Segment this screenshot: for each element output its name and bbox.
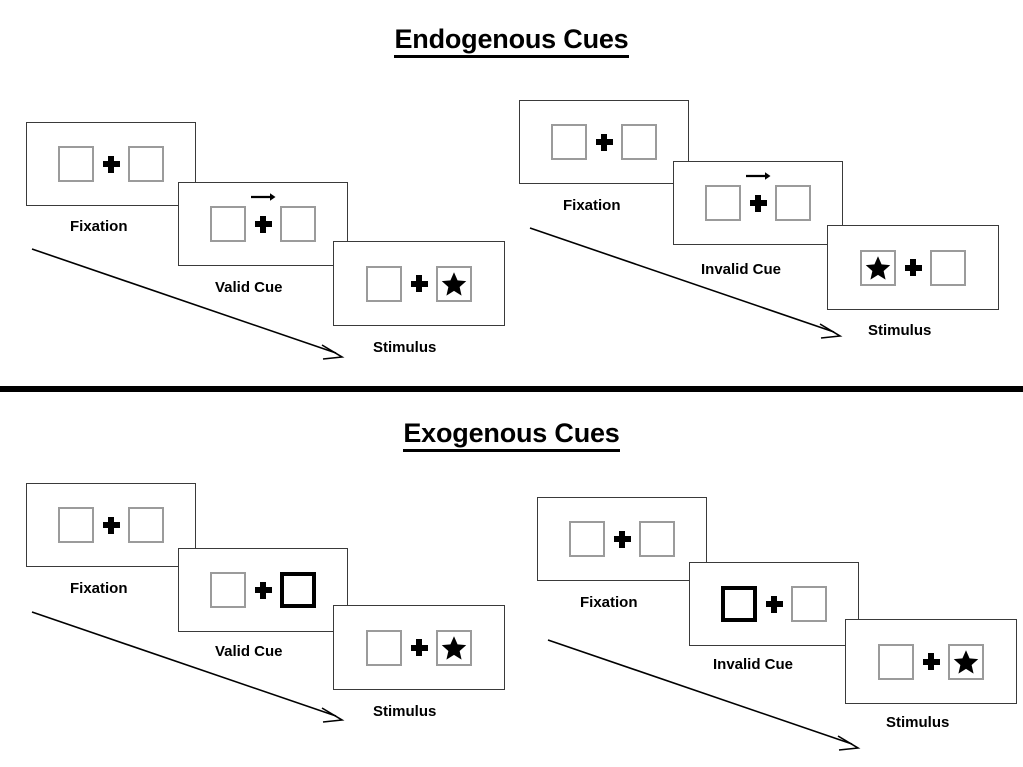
panel-label-endogenous-valid-cue: Valid Cue (215, 279, 283, 296)
panel-exogenous-valid-cue (178, 548, 348, 632)
panel-content (58, 507, 164, 543)
left-box (860, 249, 896, 286)
fixation-cross-slot (587, 124, 621, 160)
panel-label-endogenous-valid-fixation: Fixation (70, 218, 128, 235)
right-box (280, 572, 316, 608)
section-title-endogenous-text: Endogenous Cues (394, 24, 629, 58)
left-box (705, 185, 741, 221)
panel-exogenous-valid-stimulus (333, 605, 505, 690)
right-box (280, 206, 316, 242)
star-icon (441, 635, 467, 661)
panel-endogenous-invalid-cue (673, 161, 843, 245)
panel-content (366, 629, 472, 666)
right-box (639, 521, 675, 557)
fixation-cross-slot (896, 250, 930, 286)
fixation-cross-slot (757, 586, 791, 622)
fixation-cross-icon (102, 155, 120, 173)
section-divider (0, 386, 1023, 392)
right-box (930, 249, 966, 286)
panel-label-exogenous-valid-stimulus: Stimulus (373, 703, 437, 720)
arrow-right-cue-icon (745, 171, 771, 181)
panel-label-endogenous-invalid-fixation: Fixation (563, 197, 621, 214)
panel-exogenous-invalid-cue (689, 562, 859, 646)
panel-content (551, 124, 657, 160)
panel-endogenous-valid-stimulus (333, 241, 505, 326)
panel-exogenous-invalid-fixation (537, 497, 707, 581)
fixation-cross-icon (595, 133, 613, 151)
flow-arrow-endogenous-invalid (528, 224, 848, 344)
panel-content (878, 643, 984, 680)
panel-exogenous-valid-fixation (26, 483, 196, 567)
section-title-exogenous: Exogenous Cues (0, 418, 1023, 452)
fixation-cross-icon (613, 530, 631, 548)
panel-label-exogenous-invalid-stimulus: Stimulus (886, 714, 950, 731)
panel-content (210, 572, 316, 608)
left-box (58, 146, 94, 182)
right-box (128, 146, 164, 182)
panel-content (366, 265, 472, 302)
panel-content (860, 249, 966, 286)
panel-endogenous-invalid-stimulus (827, 225, 999, 310)
fixation-cross-icon (254, 215, 272, 233)
right-box (775, 185, 811, 221)
right-box (791, 586, 827, 622)
left-box (551, 124, 587, 160)
section-title-endogenous: Endogenous Cues (0, 24, 1023, 58)
fixation-cross-icon (410, 275, 428, 292)
left-box (721, 586, 757, 622)
panel-content (705, 172, 811, 221)
left-box (210, 572, 246, 608)
flow-arrow-exogenous-valid (30, 608, 350, 728)
fixation-cross-slot (914, 644, 948, 680)
panel-label-endogenous-invalid-stimulus: Stimulus (868, 322, 932, 339)
panel-label-endogenous-valid-stimulus: Stimulus (373, 339, 437, 356)
left-box (366, 265, 402, 302)
panel-label-exogenous-invalid-cue: Invalid Cue (713, 656, 794, 673)
fixation-cross-slot (605, 521, 639, 557)
panel-label-exogenous-invalid-fixation: Fixation (580, 594, 638, 611)
left-box (878, 643, 914, 680)
fixation-cross-slot (402, 266, 436, 302)
fixation-cross-icon (254, 581, 272, 599)
fixation-cross-icon (904, 259, 922, 276)
panel-content (58, 146, 164, 182)
panel-content (569, 521, 675, 557)
panel-label-exogenous-valid-cue: Valid Cue (215, 643, 283, 660)
panel-content (210, 193, 316, 242)
flow-arrow-exogenous-invalid (546, 636, 866, 756)
fixation-cross-icon (749, 194, 767, 212)
panel-endogenous-valid-cue (178, 182, 348, 266)
left-box (366, 629, 402, 666)
star-icon (865, 255, 891, 281)
fixation-cross-slot (741, 172, 775, 221)
panel-content (721, 586, 827, 622)
fixation-cross-slot (246, 193, 280, 242)
star-icon (953, 649, 979, 675)
fixation-cross-icon (102, 516, 120, 534)
fixation-cross-slot (94, 507, 128, 543)
fixation-cross-slot (402, 630, 436, 666)
right-box (436, 265, 472, 302)
panel-endogenous-valid-fixation (26, 122, 196, 206)
fixation-cross-icon (922, 653, 940, 670)
fixation-cross-icon (765, 595, 783, 613)
right-box (436, 629, 472, 666)
star-icon (441, 271, 467, 297)
arrow-right-cue-icon (250, 192, 276, 202)
panel-label-exogenous-valid-fixation: Fixation (70, 580, 128, 597)
section-title-exogenous-text: Exogenous Cues (403, 418, 620, 452)
panel-endogenous-invalid-fixation (519, 100, 689, 184)
fixation-cross-icon (410, 639, 428, 656)
right-box (128, 507, 164, 543)
right-box (948, 643, 984, 680)
left-box (210, 206, 246, 242)
fixation-cross-slot (246, 572, 280, 608)
flow-arrow-endogenous-valid (30, 245, 350, 365)
fixation-cross-slot (94, 146, 128, 182)
panel-exogenous-invalid-stimulus (845, 619, 1017, 704)
right-box (621, 124, 657, 160)
left-box (569, 521, 605, 557)
panel-label-endogenous-invalid-cue: Invalid Cue (701, 261, 782, 278)
left-box (58, 507, 94, 543)
